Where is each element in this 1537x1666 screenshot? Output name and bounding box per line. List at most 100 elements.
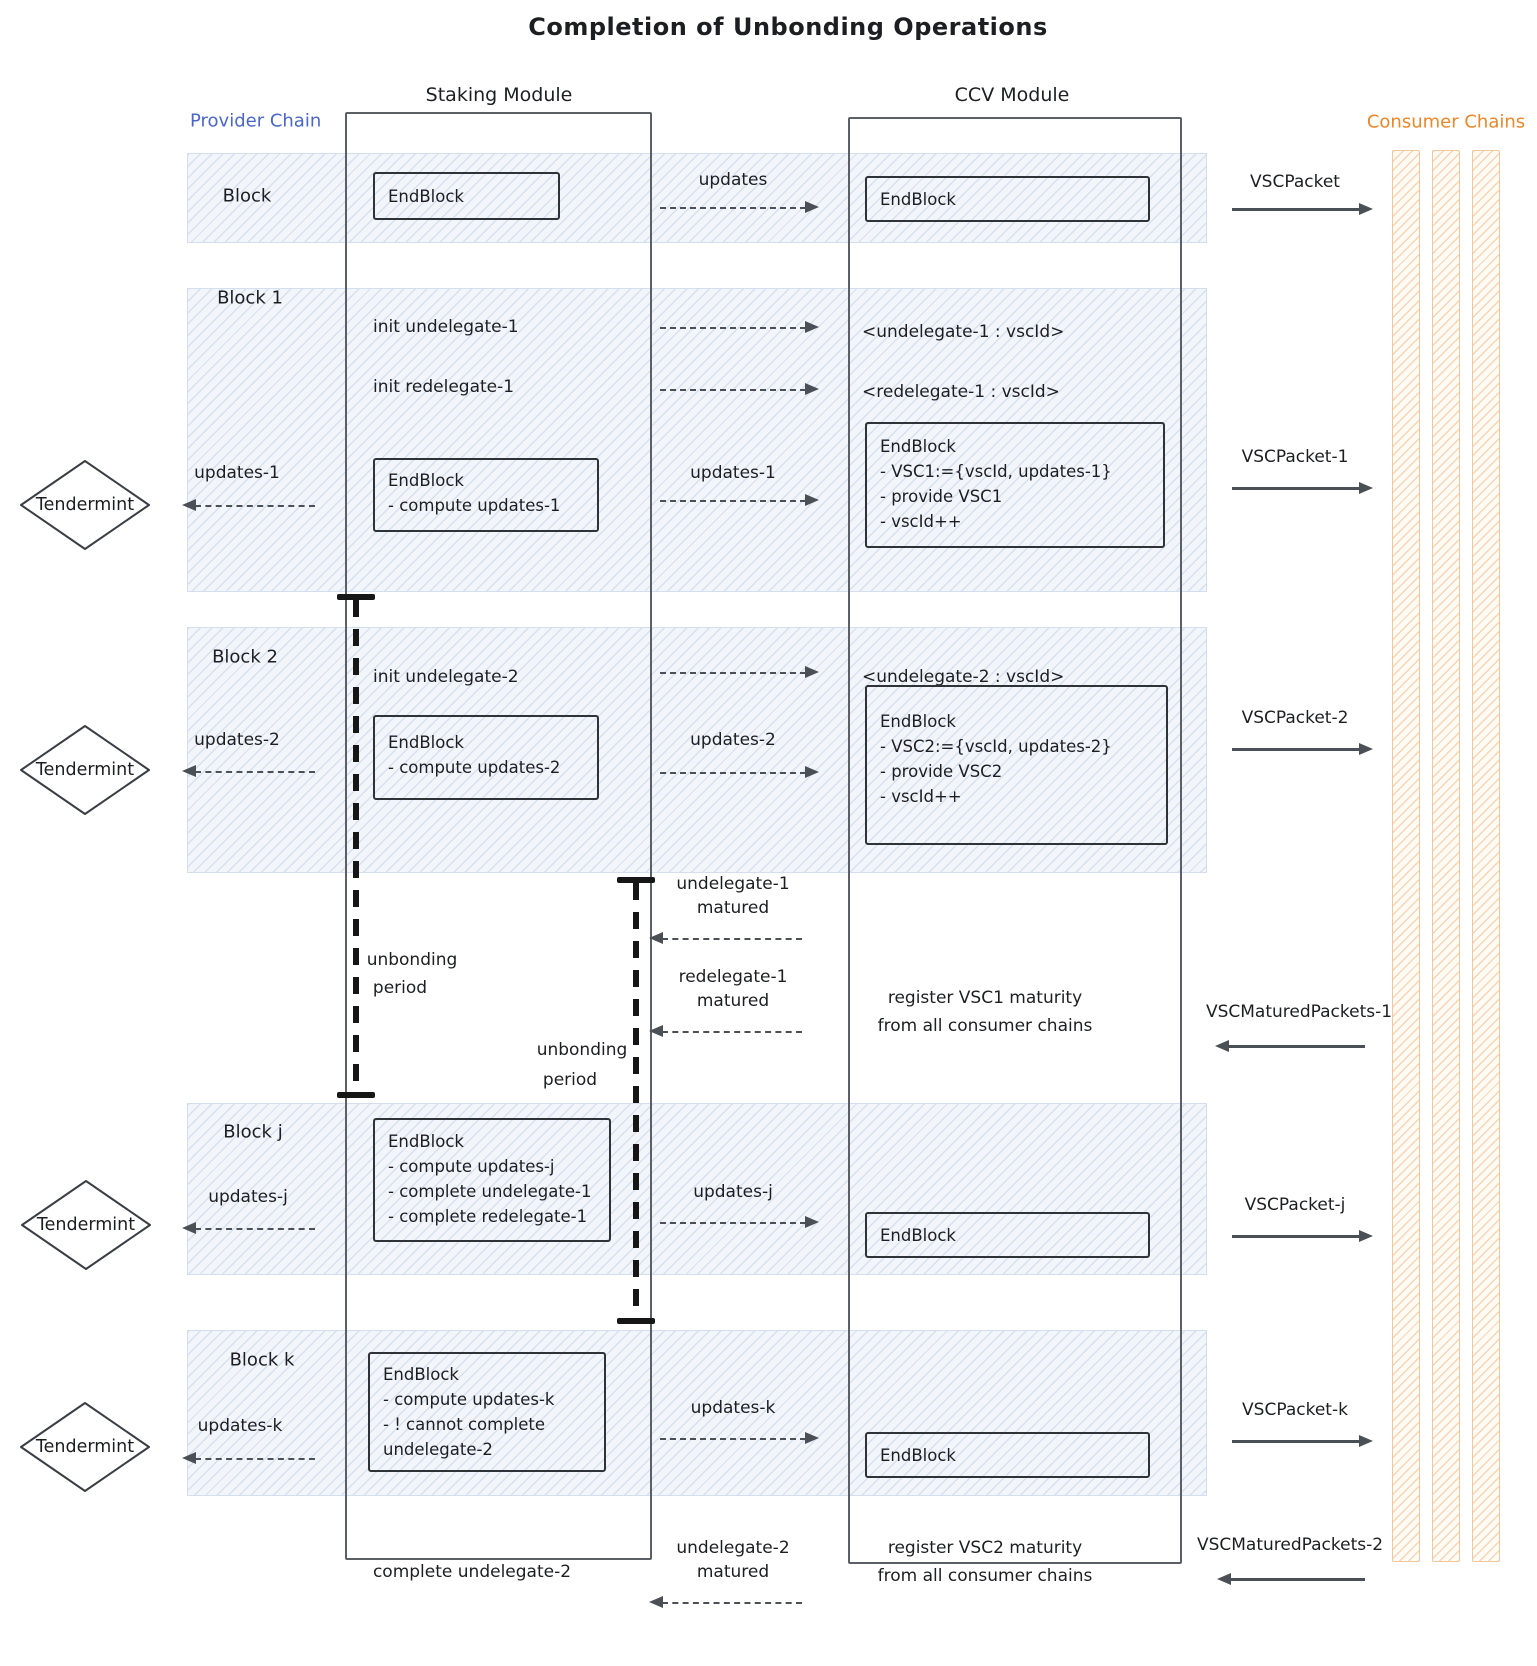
- tendermint-label: Tendermint: [35, 495, 135, 515]
- register-vsc1-maturity-line1: register VSC1 maturity: [887, 988, 1083, 1008]
- dashed-arrow-updates-k: [660, 1432, 819, 1444]
- endblock-line: - compute updates-1: [388, 496, 561, 515]
- endblock-line: - vscId++: [880, 512, 962, 531]
- dashed-arrow-updates-k-to-tendermint: [182, 1452, 315, 1464]
- dashed-arrow-updates-j-to-tendermint: [182, 1222, 315, 1234]
- block1-label: Block 1: [217, 287, 283, 309]
- unbonding-line-1: [353, 600, 359, 1092]
- dashed-arrow-updates-2-to-tendermint: [182, 765, 315, 777]
- ccv-endblock-box-block1: EndBlock - VSC1:={vscId, updates-1} - pr…: [865, 422, 1165, 548]
- staking-module-header: Staking Module: [425, 84, 573, 106]
- solid-arrow-vscpacket-j: [1232, 1230, 1373, 1242]
- endblock-line: - VSC2:={vscId, updates-2}: [880, 737, 1112, 756]
- dashed-arrow-updates-1: [660, 494, 819, 506]
- tendermint-label: Tendermint: [36, 1215, 136, 1235]
- endblock-text: EndBlock: [880, 1445, 956, 1465]
- register-vsc2-maturity-line1: register VSC2 maturity: [887, 1538, 1083, 1558]
- unbonding-line-2-bottom-cap: [617, 1318, 655, 1324]
- solid-arrow-vscpacket-block0: [1232, 203, 1373, 215]
- diamond-icon: [20, 460, 150, 550]
- undelegate-2-matured-line2: matured: [696, 1562, 770, 1582]
- undelegate-2-entry-text: <undelegate-2 : vscId>: [862, 667, 1065, 687]
- tendermint-node-2: Tendermint: [15, 722, 155, 818]
- endblock-line: - VSC1:={vscId, updates-1}: [880, 462, 1112, 481]
- block2-label: Block 2: [212, 646, 278, 668]
- dashed-arrow-undelegate-2: [660, 666, 819, 678]
- dashed-arrow-redelegate-1: [660, 383, 819, 395]
- unbonding-line-2-top-cap: [617, 877, 655, 883]
- tendermint-node-1: Tendermint: [15, 457, 155, 553]
- undelegate-1-entry-text: <undelegate-1 : vscId>: [862, 322, 1065, 342]
- updates-j-left-label: updates-j: [208, 1187, 288, 1207]
- dashed-arrow-updates-block0: [660, 201, 819, 213]
- endblock-line: EndBlock: [388, 733, 464, 752]
- endblock-line: EndBlock: [383, 1365, 459, 1384]
- unbonding-period-2-line1: unbonding: [536, 1040, 628, 1060]
- tendermint-label: Tendermint: [35, 760, 135, 780]
- ccv-endblock-box-block0: EndBlock: [865, 176, 1150, 222]
- endblock-line: - vscId++: [880, 787, 962, 806]
- staking-endblock-box-block1: EndBlock - compute updates-1: [373, 458, 599, 532]
- vscpacket-1-label: VSCPacket-1: [1241, 447, 1349, 467]
- vscpacket-label-block0: VSCPacket: [1250, 172, 1340, 192]
- solid-arrow-vscmaturedpackets-2: [1217, 1573, 1365, 1585]
- tendermint-node-4: Tendermint: [15, 1399, 155, 1495]
- updates-k-mid-label: updates-k: [690, 1398, 776, 1418]
- endblock-line: EndBlock: [880, 437, 956, 456]
- ccv-module-box: [848, 117, 1182, 1564]
- staking-endblock-box-block0: EndBlock: [373, 172, 560, 220]
- redelegate-1-matured-line1: redelegate-1: [678, 967, 788, 987]
- init-undelegate-1-text: init undelegate-1: [373, 317, 519, 337]
- dashed-arrow-redelegate-1-matured: [649, 1025, 802, 1037]
- staking-endblock-box-blockk: EndBlock - compute updates-k - ! cannot …: [368, 1352, 606, 1472]
- solid-arrow-vscpacket-2: [1232, 743, 1373, 755]
- dashed-arrow-undelegate-1-matured: [649, 932, 802, 944]
- block-label: Block: [222, 185, 272, 207]
- unbonding-line-1-bottom-cap: [337, 1092, 375, 1098]
- register-vsc2-maturity-line2: from all consumer chains: [877, 1566, 1093, 1586]
- staking-module-box: [345, 112, 652, 1560]
- updates-2-mid-label: updates-2: [690, 730, 776, 750]
- provider-chain-label: Provider Chain: [190, 110, 322, 132]
- consumer-chain-bar-3: [1472, 150, 1500, 1562]
- redelegate-1-entry-text: <redelegate-1 : vscId>: [862, 382, 1060, 402]
- updates-1-left-label: updates-1: [194, 463, 280, 483]
- band-block: [187, 153, 1207, 243]
- endblock-line: - provide VSC1: [880, 487, 1003, 506]
- vscmaturedpackets-1-label: VSCMaturedPackets-1: [1205, 1002, 1393, 1022]
- undelegate-1-matured-line1: undelegate-1: [676, 874, 790, 894]
- register-vsc1-maturity-line2: from all consumer chains: [877, 1016, 1093, 1036]
- updates-2-left-label: updates-2: [194, 730, 280, 750]
- ccv-endblock-box-blockj: EndBlock: [865, 1212, 1150, 1258]
- dashed-arrow-undelegate-2-matured: [649, 1596, 802, 1608]
- endblock-line: - complete undelegate-1: [388, 1182, 592, 1201]
- undelegate-2-matured-line1: undelegate-2: [676, 1538, 790, 1558]
- init-undelegate-2-text: init undelegate-2: [373, 667, 519, 687]
- diamond-icon: [20, 725, 150, 815]
- dashed-arrow-updates-2: [660, 766, 819, 778]
- complete-undelegate-2-text: complete undelegate-2: [372, 1562, 572, 1582]
- unbonding-line-2: [633, 883, 639, 1319]
- diamond-icon: [21, 1180, 151, 1270]
- consumer-chains-label: Consumer Chains: [1366, 111, 1526, 133]
- consumer-chain-bar-2: [1432, 150, 1460, 1562]
- solid-arrow-vscpacket-k: [1232, 1435, 1373, 1447]
- endblock-line: undelegate-2: [383, 1440, 493, 1459]
- vscmaturedpackets-2-label: VSCMaturedPackets-2: [1196, 1535, 1384, 1555]
- band-block-1: [187, 288, 1207, 592]
- endblock-text: EndBlock: [388, 186, 464, 206]
- endblock-line: - ! cannot complete: [383, 1415, 546, 1434]
- updates-j-mid-label: updates-j: [693, 1182, 773, 1202]
- solid-arrow-vscpacket-1: [1232, 482, 1373, 494]
- endblock-line: - compute updates-2: [388, 758, 561, 777]
- unbonding-line-1-top-cap: [337, 594, 375, 600]
- band-block-j: [187, 1103, 1207, 1275]
- ccv-endblock-box-blockk: EndBlock: [865, 1432, 1150, 1478]
- staking-endblock-box-block2: EndBlock - compute updates-2: [373, 715, 599, 800]
- endblock-line: - compute updates-k: [383, 1390, 555, 1409]
- blockk-label: Block k: [229, 1349, 295, 1371]
- dashed-arrow-updates-j: [660, 1216, 819, 1228]
- dashed-arrow-updates-1-to-tendermint: [182, 499, 315, 511]
- diamond-icon: [20, 1402, 150, 1492]
- blockj-label: Block j: [223, 1121, 283, 1143]
